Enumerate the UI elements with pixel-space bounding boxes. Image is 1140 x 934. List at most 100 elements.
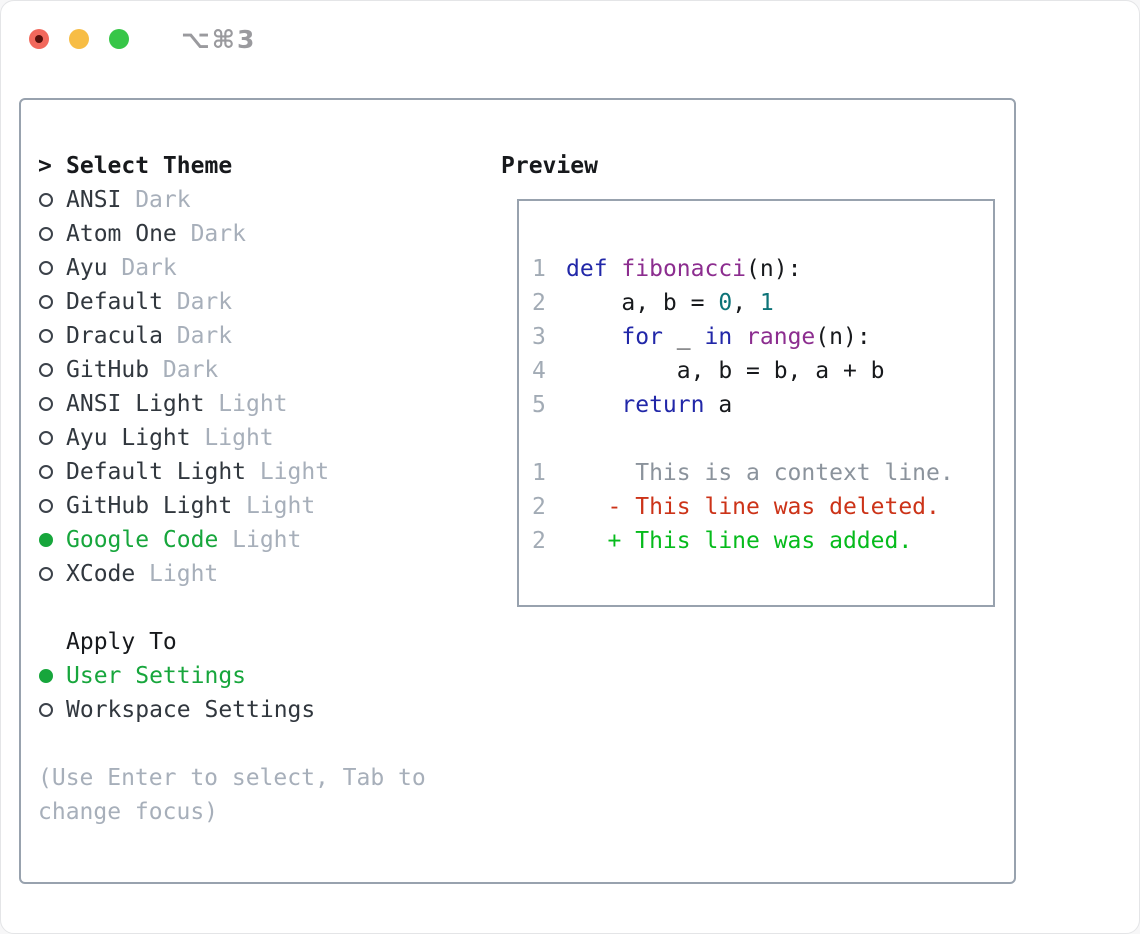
- preview-line: 3 for _ in range(n):: [519, 320, 993, 354]
- option-label: Ayu Light: [66, 425, 191, 451]
- apply-to-option[interactable]: User Settings: [38, 659, 493, 693]
- radio-selected-icon: [38, 533, 66, 547]
- theme-option[interactable]: XCode Light: [38, 557, 493, 591]
- select-theme-title: Select Theme: [66, 153, 233, 179]
- radio-icon: [38, 193, 66, 207]
- code-segment: 0: [718, 290, 733, 316]
- titlebar: ⌥⌘3: [1, 1, 1139, 77]
- theme-variant-tag: Light: [149, 561, 219, 587]
- minimize-window-icon[interactable]: [69, 29, 89, 49]
- theme-option[interactable]: GitHub Dark: [38, 353, 493, 387]
- code-segment: a: [704, 392, 733, 418]
- code-segment: _: [662, 324, 705, 350]
- code-segment: return: [621, 392, 705, 418]
- code-segment: This is a context line.: [566, 460, 954, 486]
- theme-option[interactable]: Ayu Light Light: [38, 421, 493, 455]
- theme-option[interactable]: Default Light Light: [38, 455, 493, 489]
- line-number: 1: [532, 256, 546, 282]
- theme-variant-tag: Light: [259, 459, 330, 485]
- radio-icon: [38, 431, 66, 445]
- code-segment: fibonacci: [621, 256, 747, 282]
- preview-line: 2 a, b = 0, 1: [519, 286, 993, 320]
- option-label: ANSI: [66, 187, 122, 213]
- line-number: 3: [532, 324, 546, 350]
- code-segment: def: [566, 256, 608, 282]
- option-label: GitHub: [66, 357, 150, 383]
- code-segment: [566, 324, 621, 350]
- option-label: ANSI Light: [66, 391, 205, 417]
- code-segment: (n):: [746, 256, 802, 282]
- option-label: Ayu: [66, 255, 108, 281]
- theme-variant-tag: Dark: [190, 221, 246, 247]
- line-number: 2: [532, 528, 546, 554]
- radio-icon: [38, 295, 66, 309]
- code-segment: (n):: [815, 324, 871, 350]
- theme-variant-tag: Light: [204, 425, 274, 451]
- preview-line: 5 return a: [519, 388, 993, 422]
- theme-variant-tag: Light: [232, 527, 302, 553]
- line-number: 5: [532, 392, 546, 418]
- line-number: 1: [532, 460, 546, 486]
- close-window-icon[interactable]: [29, 29, 49, 49]
- radio-selected-icon: [38, 669, 66, 683]
- radio-icon: [38, 227, 66, 241]
- preview-line: 2 + This line was added.: [519, 524, 993, 558]
- code-segment: for: [621, 324, 663, 350]
- radio-icon: [38, 567, 66, 581]
- theme-variant-tag: Dark: [176, 323, 233, 349]
- theme-variant-tag: Dark: [162, 357, 219, 383]
- preview-line: [519, 422, 993, 456]
- theme-option[interactable]: Dracula Dark: [38, 319, 493, 353]
- theme-variant-tag: Dark: [176, 289, 233, 315]
- code-segment: a, b =: [566, 290, 719, 316]
- option-label: XCode: [66, 561, 136, 587]
- window-shortcut-label: ⌥⌘3: [181, 24, 257, 54]
- code-segment: [732, 324, 746, 350]
- line-number: 2: [532, 494, 546, 520]
- select-theme-header: > Select Theme: [38, 149, 493, 183]
- code-segment: range: [746, 324, 816, 350]
- option-label: Default Light: [66, 459, 247, 485]
- line-number: 2: [532, 290, 546, 316]
- code-segment: a, b = b, a + b: [566, 358, 885, 384]
- radio-icon: [38, 397, 66, 411]
- code-segment: [566, 392, 621, 418]
- option-label: Workspace Settings: [66, 697, 316, 723]
- radio-icon: [38, 499, 66, 513]
- code-segment: ,: [732, 290, 760, 316]
- apply-to-header: Apply To: [38, 625, 493, 659]
- theme-variant-tag: Light: [218, 391, 288, 417]
- preview-line: 1 def fibonacci(n):: [519, 252, 993, 286]
- radio-icon: [38, 329, 66, 343]
- maximize-window-icon[interactable]: [109, 29, 129, 49]
- option-label: User Settings: [66, 663, 247, 689]
- apply-to-title: Apply To: [66, 629, 177, 655]
- theme-option[interactable]: ANSI Light Light: [38, 387, 493, 421]
- radio-icon: [38, 261, 66, 275]
- code-segment: + This line was added.: [566, 528, 913, 554]
- cursor-chevron-icon: >: [38, 153, 52, 179]
- preview-line: 4 a, b = b, a + b: [519, 354, 993, 388]
- radio-icon: [38, 703, 66, 717]
- option-label: Dracula: [66, 323, 163, 349]
- keyboard-hint-text: (Use Enter to select, Tab to change focu…: [38, 765, 426, 825]
- preview-line: 1 This is a context line.: [519, 456, 993, 490]
- theme-option[interactable]: Google Code Light: [38, 523, 493, 557]
- radio-icon: [38, 363, 66, 377]
- code-segment: 1: [759, 290, 774, 316]
- apply-to-option[interactable]: Workspace Settings: [38, 693, 493, 727]
- option-label: Google Code: [66, 527, 219, 553]
- code-segment: in: [704, 324, 733, 350]
